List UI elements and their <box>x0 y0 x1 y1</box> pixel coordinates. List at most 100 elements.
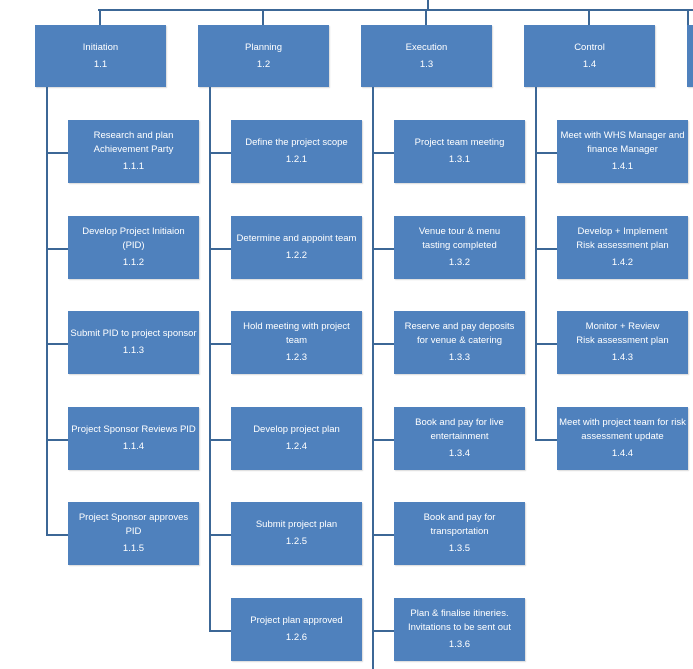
box-code: 1.2 <box>256 58 271 70</box>
box-label: Meet with WHS Manager and finance Manage… <box>560 130 685 155</box>
task-branch-line <box>46 343 68 345</box>
box-label: Book and pay for live entertainment <box>415 417 504 442</box>
task-branch-line <box>209 248 231 250</box>
phase-spine-line <box>46 87 48 535</box>
phase-drop-line <box>262 10 264 25</box>
box-code: 1.1.1 <box>122 161 145 172</box>
box-code: 1.1.3 <box>122 345 145 356</box>
task-branch-line <box>209 534 231 536</box>
box-code: 1.3.5 <box>448 543 471 554</box>
phase-spine-line <box>372 87 374 669</box>
box-label: Develop Project Initiaion (PID) <box>82 226 185 251</box>
task-box: Project Sponsor Reviews PID 1.1.4 <box>68 407 199 470</box>
task-branch-line <box>535 152 557 154</box>
phase-box: Planning 1.2 <box>198 25 329 87</box>
phase-spine-line <box>535 87 537 439</box>
phase-box: Execution 1.3 <box>361 25 492 87</box>
box-label: Control <box>574 41 605 53</box>
task-box: Hold meeting with project team 1.2.3 <box>231 311 362 374</box>
task-box: Book and pay for live entertainment 1.3.4 <box>394 407 525 470</box>
box-label: Initiation <box>82 41 119 53</box>
box-label: Reserve and pay deposits for venue & cat… <box>404 321 515 346</box>
task-box: Develop + Implement Risk assessment plan… <box>557 216 688 279</box>
box-label: Develop project plan <box>253 424 340 435</box>
box-code: 1.4.3 <box>611 352 634 363</box>
box-label: Research and plan Achievement Party <box>93 130 174 155</box>
box-label: Determine and appoint team <box>236 233 357 244</box>
task-box: Project Sponsor approves PID 1.1.5 <box>68 502 199 565</box>
box-label: Hold meeting with project team <box>243 321 350 346</box>
box-code: 1.2.2 <box>285 250 308 261</box>
phase-drop-line <box>99 10 101 25</box>
box-code: 1.2.5 <box>285 536 308 547</box>
task-branch-line <box>372 534 394 536</box>
task-branch-line <box>372 630 394 632</box>
task-box: Book and pay for transportation 1.3.5 <box>394 502 525 565</box>
box-label: Project Sponsor Reviews PID <box>71 424 196 435</box>
box-code: 1.4.1 <box>611 161 634 172</box>
box-label: Define the project scope <box>245 137 348 148</box>
phase-spine-line <box>209 87 211 630</box>
task-branch-line <box>46 439 68 441</box>
box-label: Book and pay for transportation <box>423 512 496 537</box>
task-box: Meet with WHS Manager and finance Manage… <box>557 120 688 183</box>
task-box: Research and plan Achievement Party 1.1.1 <box>68 120 199 183</box>
top-connector-bar <box>98 9 693 11</box>
phase-drop-line <box>687 10 689 25</box>
task-branch-line <box>372 343 394 345</box>
box-code: 1.1.4 <box>122 441 145 452</box>
task-branch-line <box>372 439 394 441</box>
box-code: 1.3.3 <box>448 352 471 363</box>
task-branch-line <box>209 439 231 441</box>
root-stem <box>427 0 429 10</box>
phase-drop-line <box>588 10 590 25</box>
box-code: 1.3.4 <box>448 448 471 459</box>
task-box: Plan & finalise itineries. Invitations t… <box>394 598 525 661</box>
task-branch-line <box>372 152 394 154</box>
box-label: Submit project plan <box>255 519 338 530</box>
box-code: 1.1 <box>93 58 108 70</box>
box-label: Project plan approved <box>250 615 343 626</box>
phase-box: Initiation 1.1 <box>35 25 166 87</box>
box-code: 1.3.1 <box>448 154 471 165</box>
task-branch-line <box>209 152 231 154</box>
task-box: Project team meeting 1.3.1 <box>394 120 525 183</box>
task-branch-line <box>46 248 68 250</box>
box-label: Project Sponsor approves PID <box>78 512 189 537</box>
box-label: Planning <box>245 41 282 53</box>
box-label: Submit PID to project sponsor <box>70 328 197 339</box>
box-label: Develop + Implement Risk assessment plan <box>576 226 669 251</box>
box-label: Execution <box>405 41 448 53</box>
task-box: Submit project plan 1.2.5 <box>231 502 362 565</box>
box-code: 1.1.5 <box>122 543 145 554</box>
task-branch-line <box>46 152 68 154</box>
task-box: Submit PID to project sponsor 1.1.3 <box>68 311 199 374</box>
box-code: 1.2.3 <box>285 352 308 363</box>
task-box: Develop Project Initiaion (PID) 1.1.2 <box>68 216 199 279</box>
box-code: 1.2.4 <box>285 441 308 452</box>
phase-box-partial <box>687 25 693 87</box>
box-code: 1.3.6 <box>448 639 471 650</box>
task-box: Meet with project team for risk assessme… <box>557 407 688 470</box>
task-branch-line <box>535 248 557 250</box>
task-branch-line <box>535 343 557 345</box>
box-label: Meet with project team for risk assessme… <box>559 417 686 442</box>
box-code: 1.2.6 <box>285 632 308 643</box>
box-label: Project team meeting <box>414 137 505 148</box>
task-branch-line <box>372 248 394 250</box>
box-code: 1.3.2 <box>448 257 471 268</box>
box-code: 1.1.2 <box>122 257 145 268</box>
box-code: 1.2.1 <box>285 154 308 165</box>
task-branch-line <box>209 343 231 345</box>
box-label: Plan & finalise itineries. Invitations t… <box>408 608 511 633</box>
box-label: Venue tour & menu tasting completed <box>418 226 501 251</box>
task-box: Reserve and pay deposits for venue & cat… <box>394 311 525 374</box>
task-box: Determine and appoint team 1.2.2 <box>231 216 362 279</box>
box-code: 1.3 <box>419 58 434 70</box>
task-box: Project plan approved 1.2.6 <box>231 598 362 661</box>
task-box: Define the project scope 1.2.1 <box>231 120 362 183</box>
box-code: 1.4.2 <box>611 257 634 268</box>
task-branch-line <box>535 439 557 441</box>
